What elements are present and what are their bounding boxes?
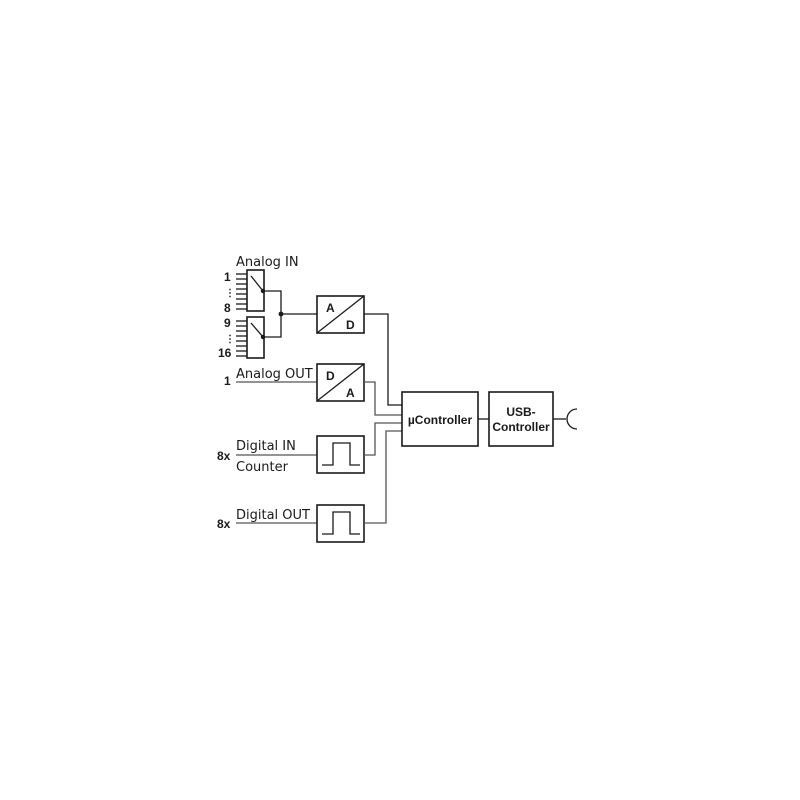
pulse-icon [322, 442, 360, 466]
mux2-top-label: 9 [224, 316, 231, 330]
bus-wiring [364, 313, 402, 524]
analog-out-title: Analog OUT [236, 367, 313, 382]
mux1-top-label: 1 [224, 270, 231, 284]
digital-in-block [316, 435, 365, 474]
usb-controller-line1: USB- [506, 405, 535, 419]
multiplexer-2 [236, 316, 266, 359]
dac-block: D A [316, 363, 365, 402]
digital-out-count: 8x [217, 517, 231, 531]
analog-in-title: Analog IN [236, 255, 299, 270]
digital-out-title: Digital OUT [236, 508, 310, 523]
mux2-bottom-label: 16 [218, 346, 232, 360]
usb-controller-line2: Controller [492, 420, 550, 434]
digital-in-section: Digital IN Counter 8x [217, 439, 317, 475]
pulse-icon [322, 511, 360, 535]
digital-out-block [316, 504, 365, 543]
digital-in-subtitle: Counter [236, 460, 289, 475]
dac-bottom-label: A [346, 386, 355, 400]
digital-in-title: Digital IN [236, 439, 296, 454]
microcontroller-block: µController [401, 391, 479, 447]
analog-out-count: 1 [224, 374, 231, 388]
mux1-bottom-label: 8 [224, 301, 231, 315]
adc-top-label: A [326, 301, 335, 315]
adc-block: A D [316, 295, 365, 334]
usb-port-icon [553, 408, 578, 430]
mux2-dots: ⋮ [225, 334, 235, 345]
analog-out-section: Analog OUT 1 [224, 367, 317, 388]
digital-in-count: 8x [217, 449, 231, 463]
usb-controller-block: USB- Controller [488, 391, 554, 447]
dac-top-label: D [326, 369, 335, 383]
mux1-dots: ⋮ [225, 288, 235, 299]
adc-bottom-label: D [346, 318, 355, 332]
analog-in-section: Analog IN 1 ⋮ 8 [218, 255, 317, 360]
microcontroller-label: µController [408, 413, 473, 427]
multiplexer-1 [236, 269, 266, 312]
digital-out-section: Digital OUT 8x [217, 508, 317, 531]
